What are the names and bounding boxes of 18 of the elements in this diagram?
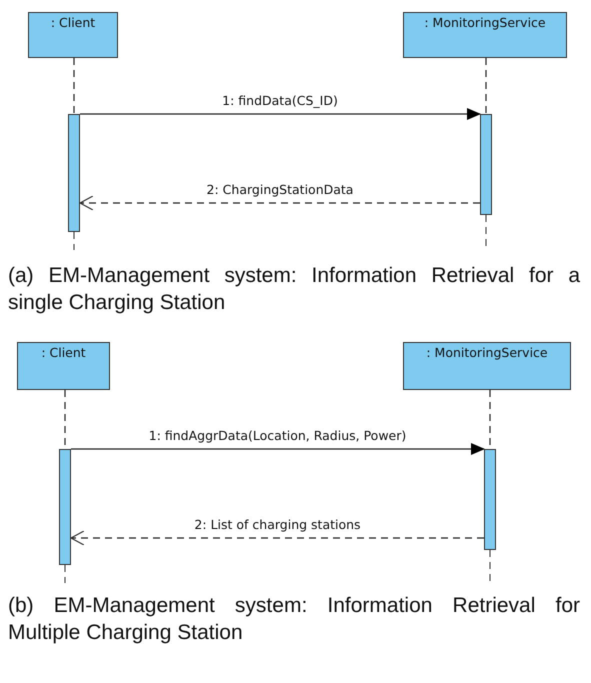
edge-label: 2: ChargingStationData: [204, 182, 356, 197]
lifeline: [485, 58, 487, 114]
message-arrow: [71, 443, 485, 455]
activation-bar: [68, 114, 80, 232]
lifeline-head: : Client: [28, 12, 118, 58]
message-arrow: [70, 530, 484, 546]
activation-bar: [480, 114, 492, 215]
activation-bar: [484, 449, 496, 550]
message-arrow: [80, 108, 481, 120]
lifeline-head: : MonitoringService: [403, 12, 567, 58]
figure-caption: (b) EM-Management system: Information Retrieval for Multiple Charging Station: [8, 593, 580, 646]
edge-label: 2: List of charging stations: [192, 517, 363, 532]
lifeline: [73, 58, 75, 114]
lifeline-head: : MonitoringService: [403, 342, 571, 390]
lifeline-head: : Client: [17, 342, 110, 390]
activation-bar: [59, 449, 71, 565]
figure-caption: (a) EM-Management system: Information Retrieval for a single Charging Station: [8, 263, 580, 316]
message-arrow: [79, 195, 480, 211]
